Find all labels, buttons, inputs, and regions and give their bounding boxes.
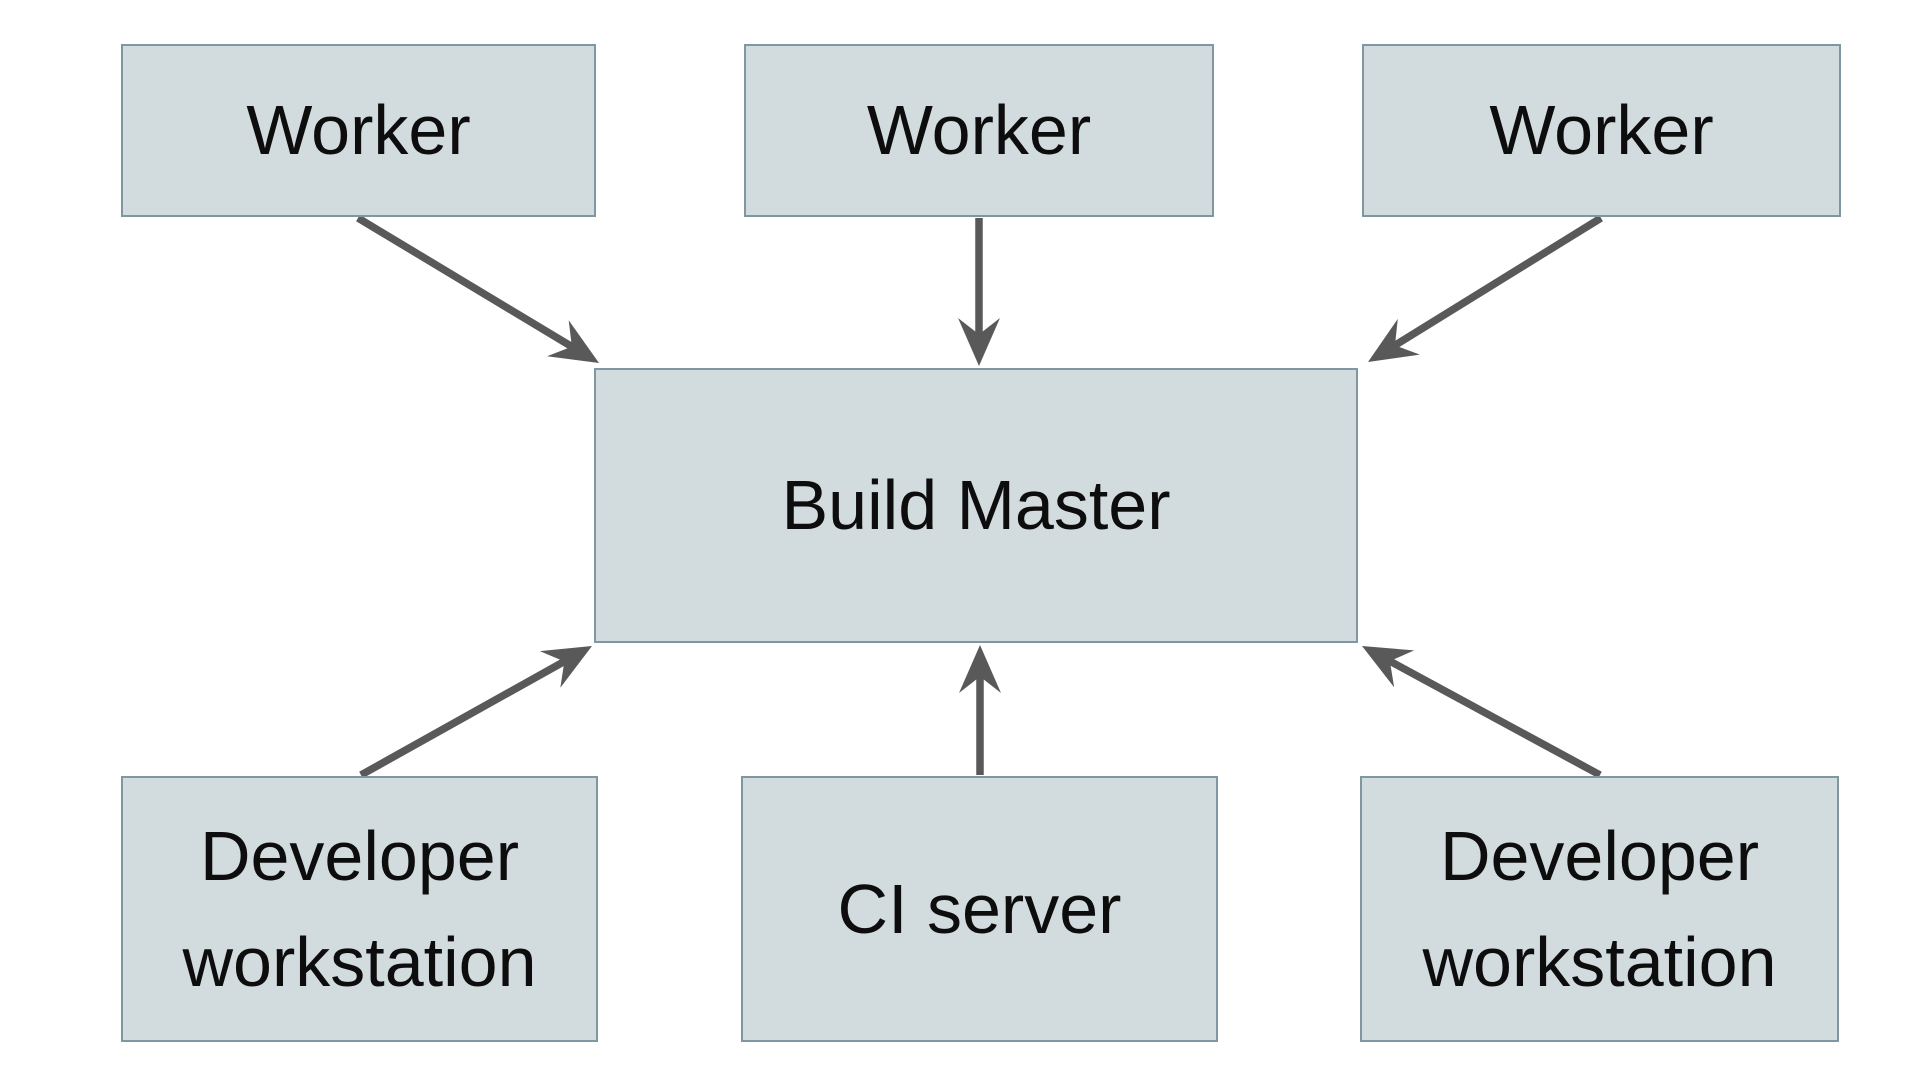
arrow-shaft [1389,214,1603,351]
node-label: Build Master [781,466,1171,545]
node-worker-1: Worker [121,44,596,217]
arrow-shaft [1384,655,1602,779]
node-label: Worker [1489,91,1714,170]
node-developer-workstation-2: Developer workstation [1360,776,1839,1042]
node-worker-2: Worker [744,44,1214,217]
arrow-developer-workstation-2-to-build-master [1362,646,1602,779]
node-build-master: Build Master [594,368,1358,643]
node-label: Worker [246,91,471,170]
arrow-worker-3-to-build-master [1368,214,1603,362]
arrow-worker-1-to-build-master [356,214,599,363]
arrow-shaft [359,656,570,779]
arrow-worker-2-to-build-master [958,218,1000,366]
arrow-head [958,318,1000,366]
arrow-head [1362,646,1415,688]
node-label: CI server [837,869,1122,948]
node-developer-workstation-1: Developer workstation [121,776,598,1042]
arrow-shaft [356,214,578,352]
arrow-developer-workstation-1-to-build-master [359,646,592,779]
node-ci-server: CI server [741,776,1218,1042]
node-label: Worker [866,91,1092,170]
arrow-head [547,320,599,363]
arrow-head [1368,318,1420,362]
node-label: Developer workstation [182,816,537,1001]
node-worker-3: Worker [1362,44,1841,217]
arrow-head [959,645,1001,693]
node-label: Developer workstation [1422,816,1777,1001]
arrow-ci-server-to-build-master [959,645,1001,775]
arrow-head [539,646,592,688]
